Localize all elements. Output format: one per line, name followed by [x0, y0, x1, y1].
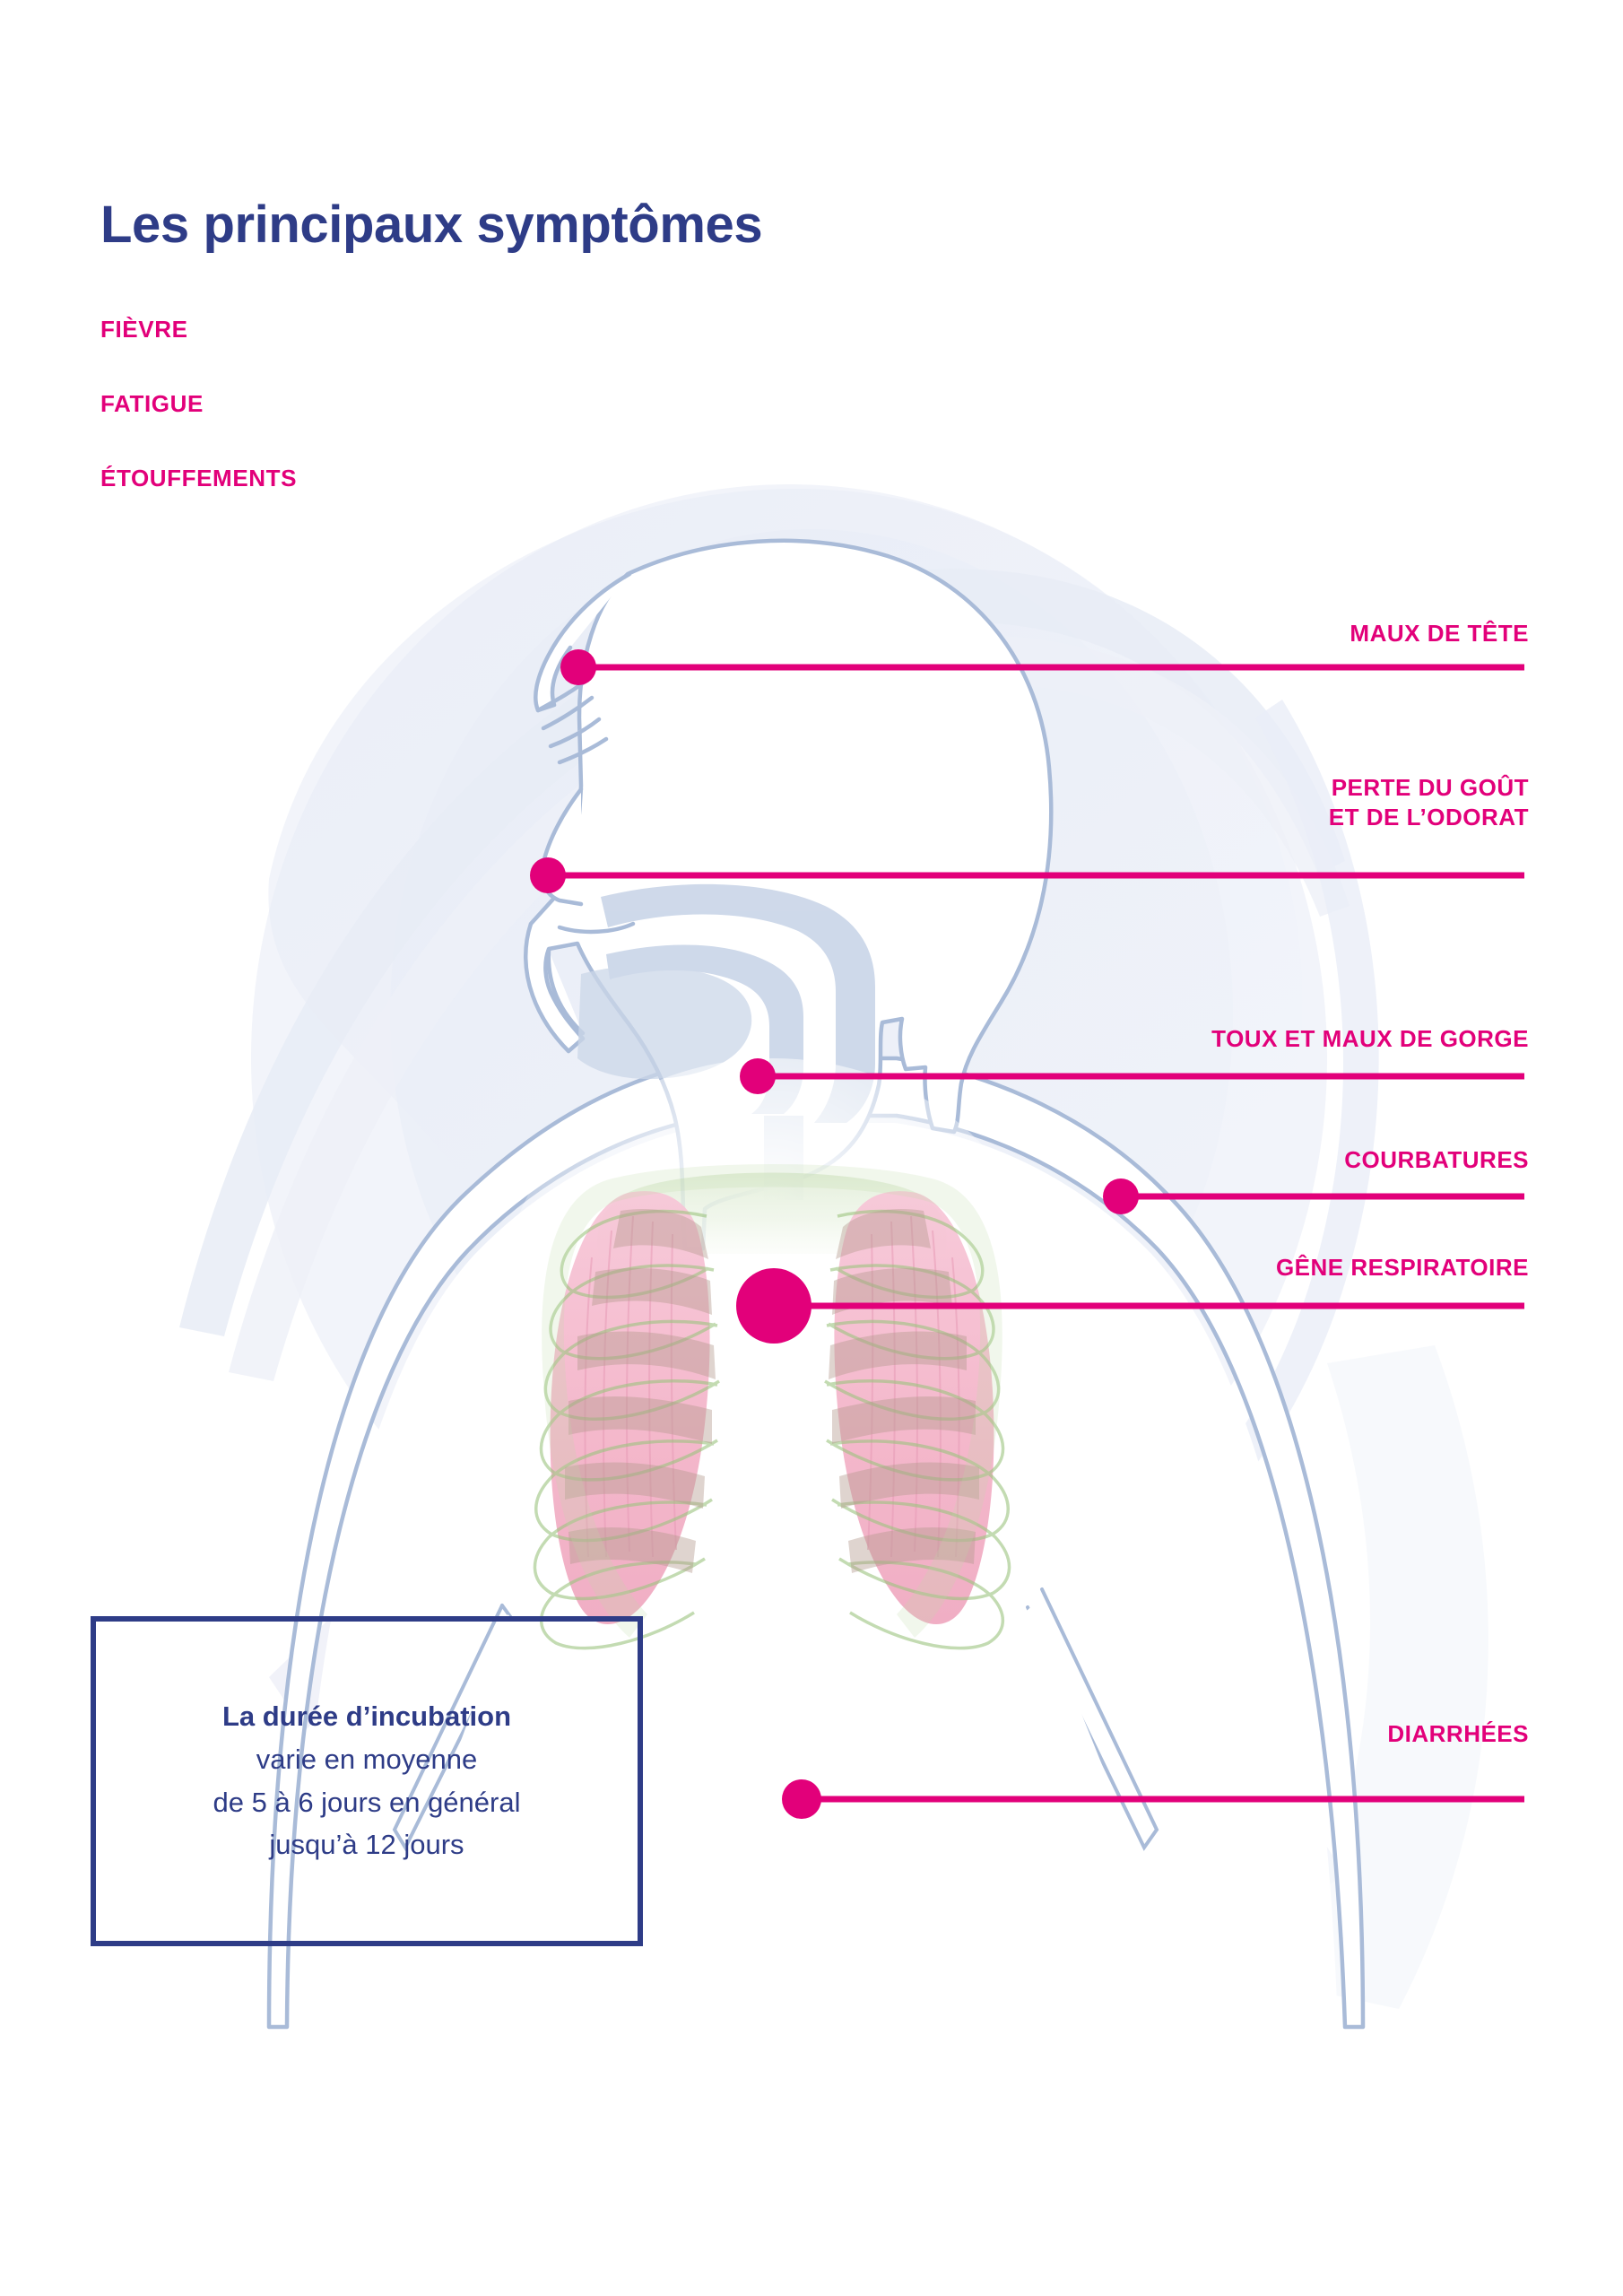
callout-label-diarrhees: DIARRHÉES	[1387, 1720, 1529, 1747]
callout-dot-perte-du-gout	[530, 857, 566, 893]
callout-label-maux-de-tete: MAUX DE TÊTE	[1350, 620, 1529, 647]
incubation-info-box: La durée d’incubation varie en moyenne d…	[91, 1616, 643, 1946]
incubation-line-2: varie en moyenne	[256, 1743, 478, 1775]
left-symptom-fatigue: FATIGUE	[100, 390, 204, 417]
callout-label-toux-maux-de-gorge: TOUX ET MAUX DE GORGE	[1211, 1025, 1529, 1052]
callout-dot-gene-respiratoire	[736, 1268, 812, 1344]
incubation-line-1: La durée d’incubation	[221, 1700, 512, 1732]
lungs-ribcage-illustration	[533, 1164, 1011, 1650]
incubation-line-3: de 5 à 6 jours en général	[213, 1786, 521, 1818]
callout-dot-toux-maux-de-gorge	[740, 1058, 776, 1094]
callout-label-perte-du-gout: PERTE DU GOÛT ET DE L’ODORAT	[1328, 774, 1529, 831]
callout-label-courbatures: COURBATURES	[1344, 1146, 1529, 1173]
callout-dot-courbatures	[1103, 1178, 1139, 1214]
incubation-line-4: jusqu’à 12 jours	[269, 1829, 464, 1861]
page-title: Les principaux symptômes	[100, 195, 763, 254]
callout-dot-diarrhees	[782, 1779, 821, 1819]
left-symptom-etouffements: ÉTOUFFEMENTS	[100, 465, 298, 491]
left-symptom-fievre: FIÈVRE	[100, 316, 188, 343]
left-symptom-list: FIÈVRE FATIGUE ÉTOUFFEMENTS	[100, 316, 603, 539]
callout-dot-maux-de-tete	[560, 649, 596, 685]
callout-label-gene-respiratoire: GÊNE RESPIRATOIRE	[1275, 1254, 1529, 1281]
